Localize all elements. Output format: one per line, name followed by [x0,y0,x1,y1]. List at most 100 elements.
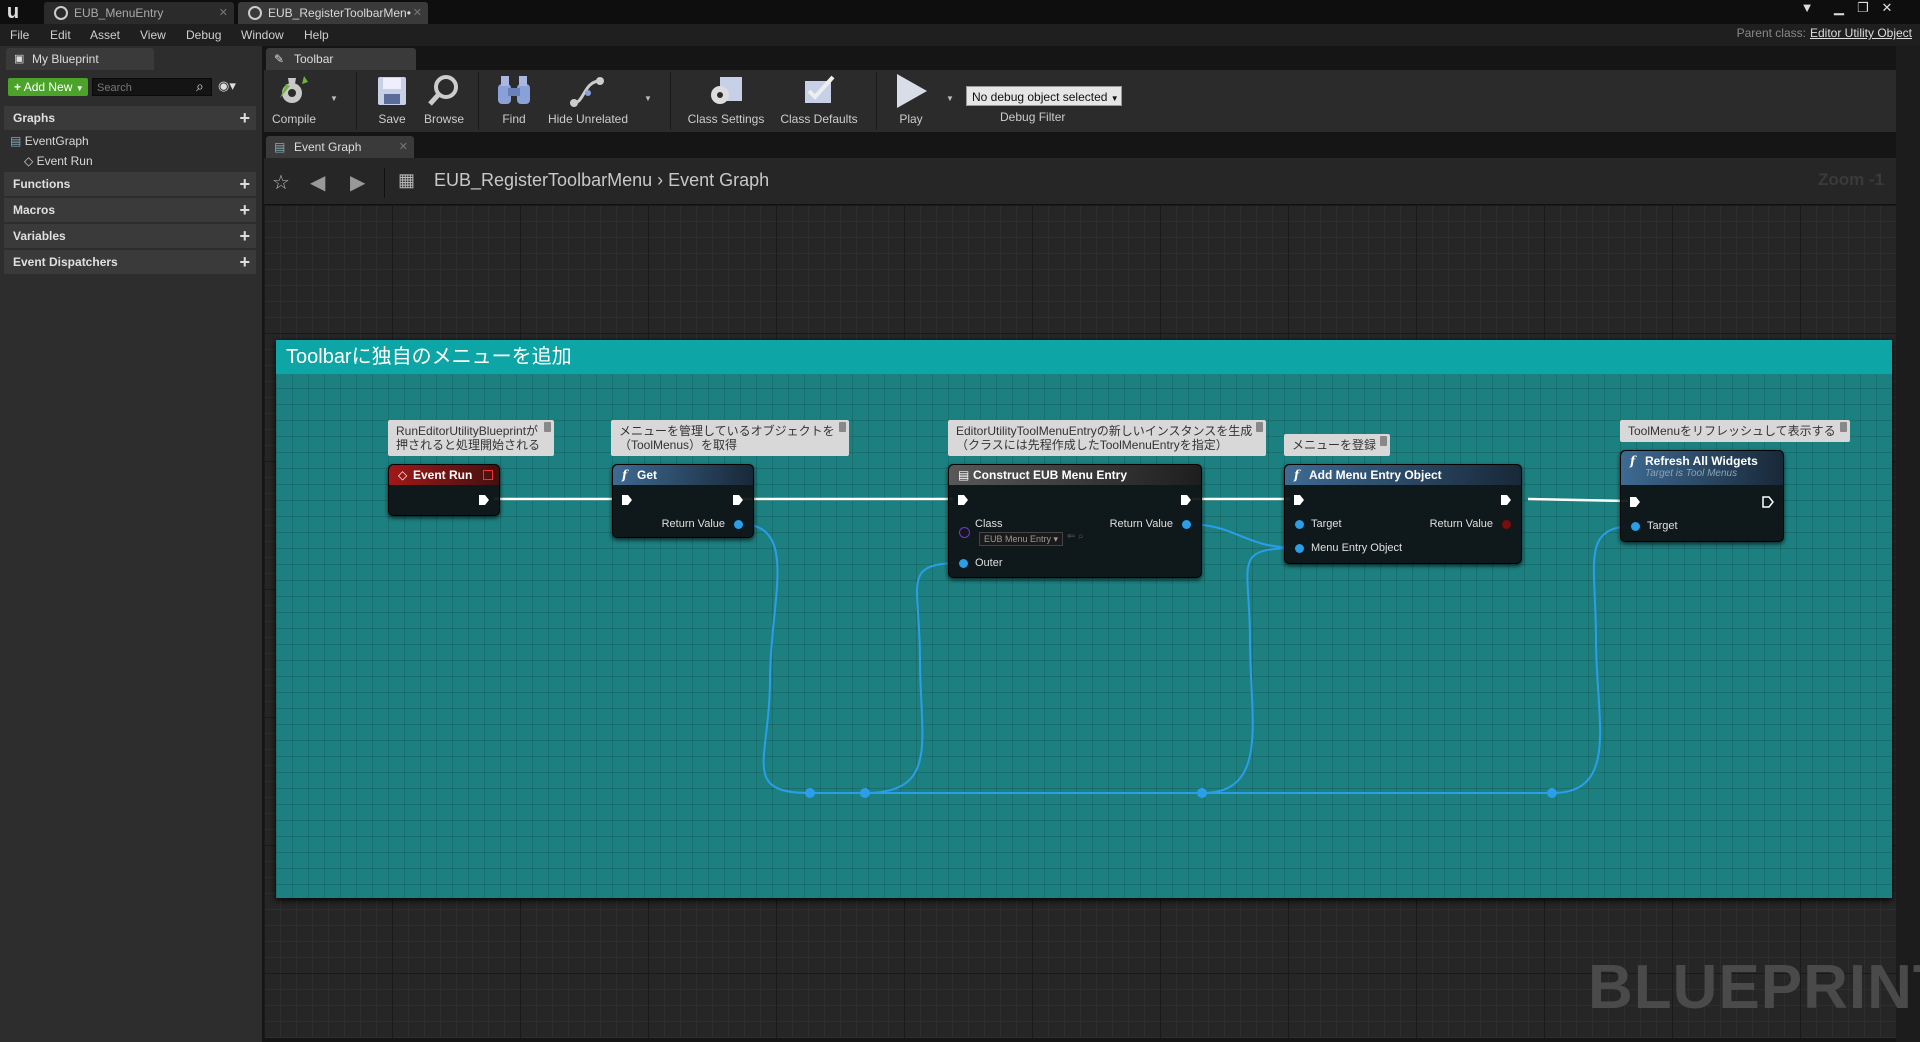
tab-toolbar[interactable]: ✎ Toolbar [266,48,416,70]
target-in-pin[interactable] [1631,522,1640,531]
exec-out-pin-unconnected[interactable] [1762,496,1774,508]
section-event-dispatchers[interactable]: Event Dispatchers + [4,250,256,274]
class-settings-button[interactable]: Class Settings [684,72,768,126]
menu-window[interactable]: Window [241,28,284,42]
pin-icon[interactable] [838,422,846,432]
data-wire-refresh-target[interactable] [1551,525,1637,794]
add-function-icon[interactable]: + [239,174,250,194]
search-input[interactable]: Search [92,78,212,96]
data-wire-get-return[interactable] [739,523,811,794]
back-arrow-icon[interactable]: ◀ [310,172,326,194]
pin-icon[interactable] [1256,422,1264,432]
comment-title[interactable]: Toolbarに独自のメニューを追加 [276,340,1892,374]
pin-icon[interactable] [1839,422,1847,432]
search-icon[interactable]: ⌕ [196,78,204,94]
menu-entry-in-pin[interactable] [1295,544,1304,553]
exec-out-pin[interactable] [1180,494,1192,506]
node-add-menu-entry-object[interactable]: f Add Menu Entry Object Target Return Va… [1284,464,1522,564]
menu-view[interactable]: View [140,28,166,42]
maximize-icon[interactable]: ❐ [1857,0,1869,15]
tree-item-event-run[interactable]: ◇ Event Run [24,154,93,168]
exec-out-pin[interactable] [732,494,744,506]
add-dispatcher-icon[interactable]: + [239,252,250,272]
close-window-icon[interactable]: ✕ [1881,0,1893,15]
section-macros[interactable]: Macros + [4,198,256,222]
target-in-pin[interactable] [1295,520,1304,529]
hide-unrelated-button[interactable]: Hide Unrelated [546,72,630,126]
add-graph-icon[interactable]: + [239,108,250,128]
class-dropdown[interactable]: EUB Menu Entry ▾ [979,532,1064,546]
comment-bubble-refresh[interactable]: ToolMenuをリフレッシュして表示する [1620,420,1850,442]
right-scrollbar[interactable] [1896,46,1920,1042]
reroute-knot[interactable] [860,788,870,798]
exec-out-pin[interactable] [478,494,490,506]
compile-options-chevron-icon[interactable]: ▼ [330,94,338,103]
play-button[interactable]: Play [884,72,938,126]
find-button[interactable]: Find [490,72,538,126]
hide-unrelated-chevron-icon[interactable]: ▼ [644,94,652,103]
menu-edit[interactable]: Edit [50,28,71,42]
tab-event-graph[interactable]: ▤ Event Graph ✕ [266,136,414,158]
add-macro-icon[interactable]: + [239,200,250,220]
reroute-knot[interactable] [1197,788,1207,798]
reroute-knot[interactable] [805,788,815,798]
class-defaults-button[interactable]: Class Defaults [776,72,862,126]
close-icon[interactable]: ✕ [398,141,408,153]
exec-in-pin[interactable] [621,494,633,506]
comment-bubble-event-run[interactable]: RunEditorUtilityBlueprintが 押されると処理開始される [388,420,555,456]
comment-bubble-get[interactable]: メニューを管理しているオブジェクトを （ToolMenus）を取得 [611,420,849,456]
notification-icon[interactable]: ▼ [1800,0,1814,15]
tab-my-blueprint[interactable]: ▣ My Blueprint [6,48,154,70]
section-graphs[interactable]: Graphs + [4,106,256,130]
forward-arrow-icon[interactable]: ▶ [350,172,366,194]
tree-item-event-graph[interactable]: ▤ EventGraph [10,134,89,148]
breadcrumb-blueprint[interactable]: EUB_RegisterToolbarMenu [434,170,653,190]
node-construct-eub-menu-entry[interactable]: ▤ Construct EUB Menu Entry Class EUB Men… [948,464,1202,578]
exec-wire[interactable] [1527,497,1629,503]
comment-bubble-construct[interactable]: EditorUtilityToolMenuEntryの新しいインスタンスを生成 … [948,420,1267,456]
pin-icon[interactable] [544,422,552,432]
minimize-icon[interactable]: ▁ [1834,0,1844,15]
save-button[interactable]: Save [372,72,412,126]
data-out-pin[interactable] [1182,520,1191,529]
outer-in-pin[interactable] [959,559,968,568]
menu-debug[interactable]: Debug [186,28,222,42]
close-icon[interactable]: ✕ [218,7,228,19]
visibility-eye-icon[interactable]: ◉▾ [218,78,236,93]
class-in-pin[interactable] [959,527,970,538]
section-variables[interactable]: Variables + [4,224,256,248]
comment-bubble-add[interactable]: メニューを登録 [1284,434,1391,456]
data-wire-target[interactable] [1201,547,1301,794]
exec-in-pin[interactable] [1629,496,1641,508]
parent-class-link[interactable]: Editor Utility Object [1809,26,1912,40]
section-functions[interactable]: Functions + [4,172,256,196]
data-wire-construct-return[interactable] [1184,523,1301,549]
reroute-knot[interactable] [1547,788,1557,798]
doc-tab-register-toolbar-menu[interactable]: EUB_RegisterToolbarMen• ✕ [238,2,428,24]
menu-help[interactable]: Help [304,28,329,42]
bool-out-pin[interactable] [1502,520,1511,529]
bookmark-star-icon[interactable]: ☆ [272,172,290,194]
debug-object-select[interactable]: No debug object selected ▼ [966,86,1122,106]
delegate-pin-icon[interactable] [483,470,493,480]
exec-in-pin[interactable] [1293,494,1305,506]
browse-button[interactable]: Browse [418,72,470,126]
breadcrumb-graph[interactable]: Event Graph [668,170,770,190]
menu-asset[interactable]: Asset [90,28,121,42]
data-wire-outer[interactable] [864,562,964,794]
close-icon[interactable]: ✕ [412,7,422,19]
node-get[interactable]: f Get Return Value [612,464,754,538]
menu-file[interactable]: File [10,28,30,42]
add-variable-icon[interactable]: + [239,226,250,246]
add-new-button[interactable]: + Add New ▼ [8,78,88,96]
pin-icon[interactable] [1380,436,1388,446]
doc-tab-menu-entry[interactable]: EUB_MenuEntry ✕ [44,2,234,24]
compile-button[interactable]: Compile [268,72,320,126]
data-out-pin[interactable] [734,520,743,529]
play-options-chevron-icon[interactable]: ▼ [946,94,954,103]
exec-out-pin[interactable] [1500,494,1512,506]
exec-in-pin[interactable] [957,494,969,506]
node-refresh-all-widgets[interactable]: f Refresh All Widgets Target is Tool Men… [1620,450,1784,542]
node-event-run[interactable]: ◇ Event Run [388,464,500,516]
browse-asset-icon[interactable]: ⇐ ⌕ [1067,531,1084,542]
